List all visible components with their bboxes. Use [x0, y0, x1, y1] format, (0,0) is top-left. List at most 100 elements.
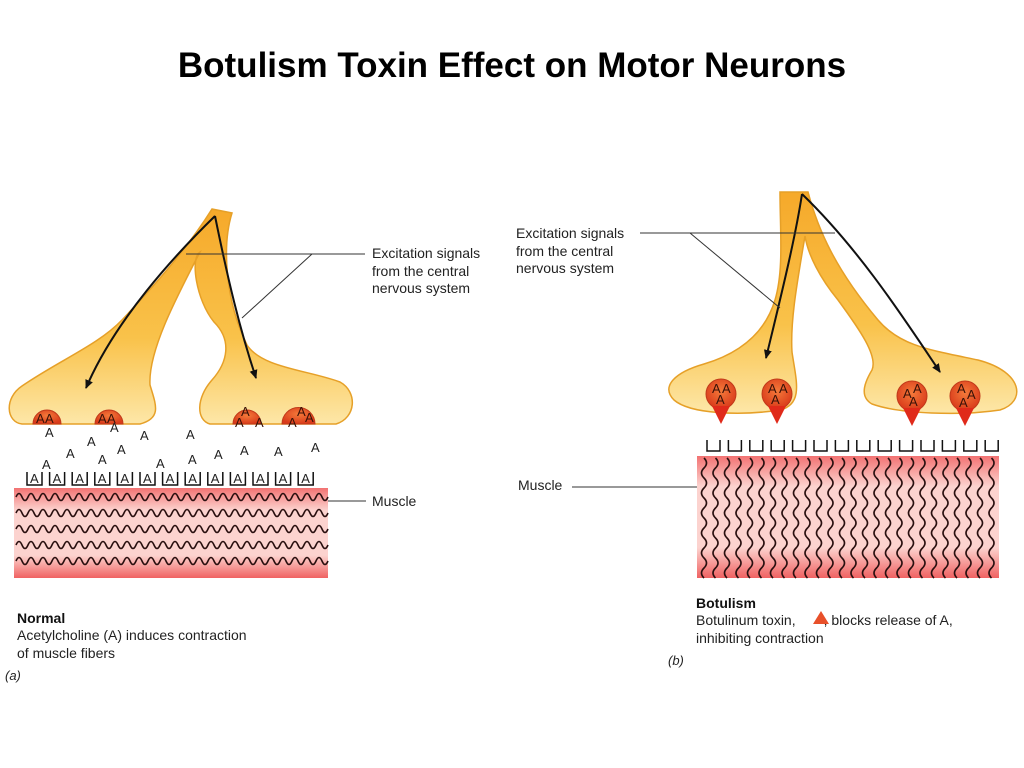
acetylcholine-receptor — [48, 472, 66, 486]
botulinum-toxin-markers — [712, 406, 974, 426]
acetylcholine-symbol: A — [36, 411, 45, 426]
acetylcholine-receptor — [791, 440, 807, 452]
toxin-marker — [903, 408, 921, 426]
motor-neuron-a — [8, 208, 354, 425]
acetylcholine-symbol: A — [98, 452, 107, 467]
acetylcholine-symbol: A — [779, 381, 788, 396]
acetylcholine-receptor — [813, 440, 828, 452]
acetylcholine-symbol: A — [305, 410, 314, 425]
acetylcholine-receptor — [274, 472, 292, 486]
acetylcholine-symbol: A — [45, 425, 54, 440]
signal-arrow-b-right — [801, 193, 941, 373]
muscle-fibers-contracted — [15, 492, 329, 566]
acetylcholine-symbol: A — [42, 457, 51, 472]
toxin-marker — [712, 406, 730, 424]
page-title: Botulism Toxin Effect on Motor Neurons — [177, 46, 847, 85]
acetylcholine-receptor — [770, 440, 785, 452]
caption-title-a: Normal — [17, 610, 65, 626]
muscle-label-a: Muscle — [372, 493, 417, 509]
acetylcholine-symbol: A — [274, 444, 283, 459]
acetylcholine-symbol: A — [957, 381, 966, 396]
muscle-label-b: Muscle — [518, 477, 563, 493]
acetylcholine-receptor — [749, 440, 764, 452]
caption-text-a: Acetylcholine (A) induces contraction of… — [17, 627, 250, 661]
vesicle-group-b — [705, 378, 981, 412]
panel-letter-a: (a) — [5, 668, 21, 683]
acetylcholine-symbol: A — [311, 440, 320, 455]
signal-arrow-a-right — [214, 215, 258, 379]
acetylcholine-symbol: A — [255, 415, 264, 430]
bound-acetylcholine: A — [75, 471, 84, 486]
bound-acetylcholine: A — [211, 471, 220, 486]
muscle-b — [697, 456, 999, 578]
muscle-fibers-relaxed — [700, 457, 995, 579]
acetylcholine-receptor — [856, 440, 871, 452]
acetylcholine-symbol: A — [241, 404, 250, 419]
acetylcholine-symbol: A — [98, 411, 107, 426]
caption-title-b: Botulism — [696, 595, 756, 611]
acetylcholine-receptor — [252, 472, 269, 486]
acetylcholine-symbol: A — [110, 420, 119, 435]
acetylcholine-symbol: A — [186, 427, 195, 442]
signal-label-a: Excitation signals from the central nerv… — [372, 245, 484, 296]
acetylcholine-symbol: A — [117, 442, 126, 457]
acetylcholine-symbol: A — [909, 394, 918, 409]
acetylcholine-receptor — [963, 440, 978, 452]
acetylcholine-receptor — [834, 440, 850, 452]
acetylcholine-symbol: A — [188, 452, 197, 467]
receptor-row-b — [706, 440, 999, 452]
bound-acetylcholine: A — [233, 471, 242, 486]
acetylcholine-receptor — [877, 440, 892, 452]
acetylcholine-symbol: A — [87, 434, 96, 449]
acetylcholine-receptor — [229, 472, 247, 486]
acetylcholine-symbol: A — [722, 381, 731, 396]
acetylcholine-symbol: A — [288, 415, 297, 430]
acetylcholine-symbol: A — [156, 456, 165, 471]
bound-acetylcholine: A — [98, 471, 107, 486]
bound-acetylcholine: A — [279, 471, 288, 486]
bound-acetylcholine: A — [120, 471, 129, 486]
acetylcholine-symbol: A — [297, 404, 306, 419]
acetylcholine-receptor — [941, 440, 957, 452]
caption-text-b-line1: Botulinum toxin,, blocks release of A, — [696, 612, 953, 628]
acetylcholine-receptor — [207, 472, 224, 486]
acetylcholine-receptor — [297, 472, 314, 486]
acetylcholine-symbol: A — [959, 395, 968, 410]
acetylcholine-symbol: A — [913, 381, 922, 396]
acetylcholine-symbol: A — [716, 392, 725, 407]
bound-acetylcholine: A — [30, 471, 39, 486]
bound-acetylcholine: A — [188, 471, 197, 486]
caption-text-b-line2: inhibiting contraction — [696, 630, 824, 646]
acetylcholine-receptor — [26, 472, 43, 486]
signal-arrow-b-left — [763, 193, 803, 359]
acetylcholine-receptor — [116, 472, 134, 486]
bound-acetylcholine: A — [256, 471, 265, 486]
panel-letter-b: (b) — [668, 653, 684, 668]
acetylcholine-symbol: A — [107, 411, 116, 426]
toxin-marker — [768, 406, 786, 424]
acetylcholine-receptor — [706, 440, 721, 452]
acetylcholine-receptor — [161, 472, 179, 486]
acetylcholine-receptor — [898, 440, 914, 452]
acetylcholine-symbol: A — [214, 447, 223, 462]
bound-acetylcholine: A — [143, 471, 152, 486]
acetylcholine-receptor — [920, 440, 935, 452]
toxin-legend-icon — [813, 611, 829, 624]
bound-acetylcholine: A — [166, 471, 175, 486]
acetylcholine-symbol: A — [140, 428, 149, 443]
acetylcholine-symbol: A — [66, 446, 75, 461]
acetylcholine-receptor — [71, 472, 88, 486]
signal-label-b: Excitation signals from the central nerv… — [516, 225, 628, 276]
acetylcholine-receptor — [94, 472, 111, 486]
acetylcholine-symbol: A — [240, 443, 249, 458]
acetylcholine-receptor — [139, 472, 156, 486]
acetylcholine-receptor — [184, 472, 201, 486]
signal-arrow-a-left — [85, 215, 216, 389]
leader-line-a-2 — [241, 253, 313, 319]
vesicle-group-a — [32, 407, 316, 425]
acetylcholine-symbol: A — [45, 411, 54, 426]
acetylcholine-symbol: A — [712, 381, 721, 396]
